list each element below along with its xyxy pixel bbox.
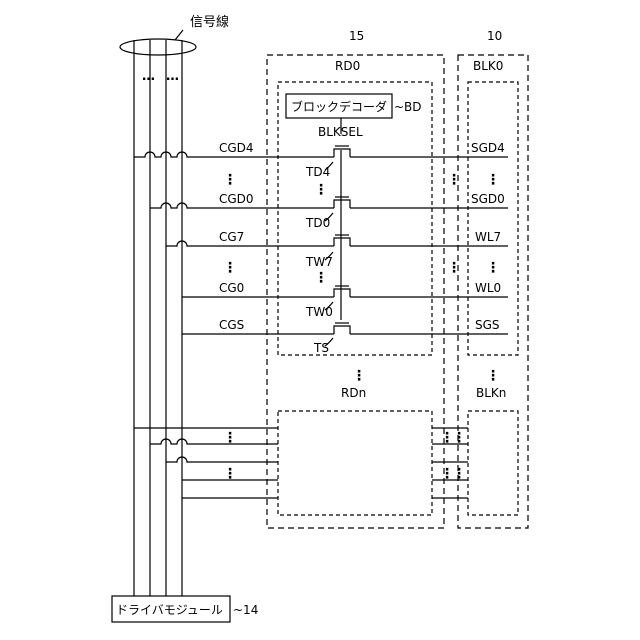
vdots-rdn-out-4: ⋮	[452, 466, 466, 482]
vdots-line-1: ⋮	[486, 172, 500, 188]
rd0-box	[278, 82, 432, 355]
blk0-box	[468, 82, 518, 355]
blksel-label: BLKSEL	[318, 125, 363, 139]
transistor-td0	[334, 200, 350, 208]
vdots-blk: ⋮	[486, 368, 500, 384]
transistor-label-2: TD0	[305, 216, 330, 230]
line-label-2: SGD0	[471, 192, 505, 206]
cg-label-1: CGD4	[219, 141, 254, 155]
transistor-tw0	[334, 289, 350, 297]
transistor-tw7	[334, 238, 350, 246]
row-decoder-ref: 15	[349, 29, 364, 43]
rdn-input-3	[166, 457, 278, 462]
block-ref: 10	[487, 29, 502, 43]
line-label-4: WL0	[475, 281, 501, 295]
rdn-box	[278, 411, 432, 515]
driver-module-label: ドライバモジュール	[116, 603, 223, 617]
line-label-1: SGD4	[471, 141, 505, 155]
vdots-tr-2: ⋮	[314, 270, 328, 286]
cg-label-5: CGS	[219, 318, 244, 332]
vdots-gap-2: ⋮	[447, 260, 461, 276]
line-label-5: SGS	[475, 318, 500, 332]
vdots-gap-1: ⋮	[447, 172, 461, 188]
transistor-label-5: TS	[313, 341, 329, 355]
cg-label-3: CG7	[219, 230, 244, 244]
cg-line-cg7	[166, 241, 334, 246]
line-label-3: WL7	[475, 230, 501, 244]
vdots-rdn-in-1: ⋮	[223, 430, 237, 446]
vdots-cg-1: ⋮	[223, 172, 237, 188]
vdots-rd: ⋮	[352, 368, 366, 384]
transistor-label-3: TW7	[305, 255, 333, 269]
bus-ellipsis-1: …	[142, 69, 155, 84]
blkn-box	[468, 411, 518, 515]
vdots-rdn-out-3: ⋮	[452, 430, 466, 446]
blkn-label: BLKn	[476, 386, 506, 400]
block-decoder-label: ブロックデコーダ	[291, 99, 387, 114]
vdots-line-2: ⋮	[486, 260, 500, 276]
signal-lines-label: 信号線	[190, 14, 229, 30]
rd0-label: RD0	[335, 59, 360, 73]
transistor-label-1: TD4	[305, 165, 330, 179]
transistor-label-4: TW0	[305, 305, 333, 319]
vdots-cg-2: ⋮	[223, 260, 237, 276]
blk0-label: BLK0	[473, 59, 503, 73]
vdots-rdn-in-2: ⋮	[223, 466, 237, 482]
rdn-label: RDn	[341, 386, 366, 400]
signal-label-leader	[175, 30, 183, 40]
rdn-input-2	[150, 439, 278, 444]
bus-ellipsis-2: …	[166, 69, 179, 84]
vdots-tr-1: ⋮	[314, 182, 328, 198]
signal-bus-ellipse	[120, 39, 196, 55]
cg-label-2: CGD0	[219, 192, 254, 206]
transistor-td4	[334, 149, 350, 157]
cg-label-4: CG0	[219, 281, 244, 295]
driver-module-ref: ~14	[233, 603, 258, 617]
block-decoder-ref: ~BD	[394, 100, 422, 114]
transistor-ts	[334, 326, 350, 334]
